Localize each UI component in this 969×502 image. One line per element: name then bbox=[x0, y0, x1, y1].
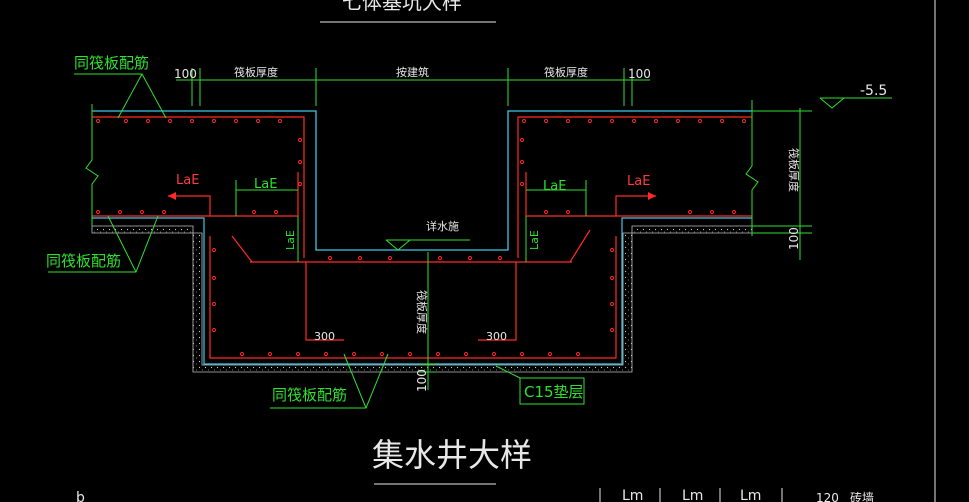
rebar-pit-inner bbox=[209, 236, 617, 359]
label-cushion: C15垫层 bbox=[524, 383, 584, 401]
label-water-surface: 详水施 bbox=[426, 219, 459, 233]
concrete-bottom-outline bbox=[92, 217, 752, 365]
rebar-lae-hook-left bbox=[168, 195, 211, 216]
label-lae-vertical-right: LaE bbox=[528, 230, 541, 250]
rebar-lae-hook-right bbox=[615, 195, 656, 216]
dim-100-top-right: 100 bbox=[628, 67, 651, 81]
dim-per-architecture: 按建筑 bbox=[396, 65, 429, 79]
lae-arrows bbox=[168, 192, 656, 200]
dim-100-vertical-right: 100 bbox=[787, 227, 801, 250]
rebar-dots bbox=[96, 119, 746, 356]
bottom-brick-wall: 砖墙 bbox=[850, 490, 874, 502]
rebar-top-right bbox=[517, 116, 752, 258]
label-same-raft-reinf-bottom: 同筏板配筋 bbox=[272, 386, 347, 404]
dim-raft-thickness-pit: 筏板厚度 bbox=[415, 290, 429, 334]
concrete-outline bbox=[92, 110, 752, 251]
label-300-left: 300 bbox=[314, 330, 335, 343]
label-300-right: 300 bbox=[486, 330, 507, 343]
rebar-top-left bbox=[92, 116, 305, 258]
rebar-group bbox=[92, 116, 752, 359]
label-same-raft-reinf-top: 同筏板配筋 bbox=[74, 54, 149, 72]
bottom-lm-2: Lm bbox=[682, 488, 703, 502]
label-lae-right-inner: LaE bbox=[543, 179, 566, 194]
label-lae-right-outer: LaE bbox=[627, 174, 650, 189]
rebar-diagonal-left bbox=[231, 235, 253, 263]
dim-raft-thickness-vertical: 筏板厚度 bbox=[787, 148, 801, 192]
label-lae-vertical-left: LaE bbox=[284, 230, 297, 250]
rebar-pit-vertical-left bbox=[305, 262, 344, 341]
bottom-partial-b: b bbox=[76, 490, 85, 502]
dim-raft-thickness-right: 筏板厚度 bbox=[544, 65, 588, 79]
rebar-diagonal-right bbox=[569, 229, 591, 263]
bottom-lm-3: Lm bbox=[740, 488, 761, 502]
top-title-partial: 七体基坑大样 bbox=[342, 0, 462, 14]
bottom-120: 120 bbox=[816, 491, 839, 502]
bottom-lm-1: Lm bbox=[622, 488, 643, 502]
dim-100-top-left: 100 bbox=[174, 67, 197, 81]
main-title: 集水井大样 bbox=[372, 436, 532, 474]
label-lae-left-outer: LaE bbox=[176, 173, 199, 188]
rebar-pit-vertical-right bbox=[478, 262, 517, 341]
label-same-raft-reinf-left: 同筏板配筋 bbox=[46, 252, 121, 270]
label-lae-left-inner: LaE bbox=[254, 177, 277, 192]
dimension-lines bbox=[48, 68, 892, 409]
dim-raft-thickness-left: 筏板厚度 bbox=[234, 65, 278, 79]
elevation-value: -5.5 bbox=[860, 83, 887, 99]
dim-100-vertical-bottom: 100 bbox=[415, 369, 429, 392]
